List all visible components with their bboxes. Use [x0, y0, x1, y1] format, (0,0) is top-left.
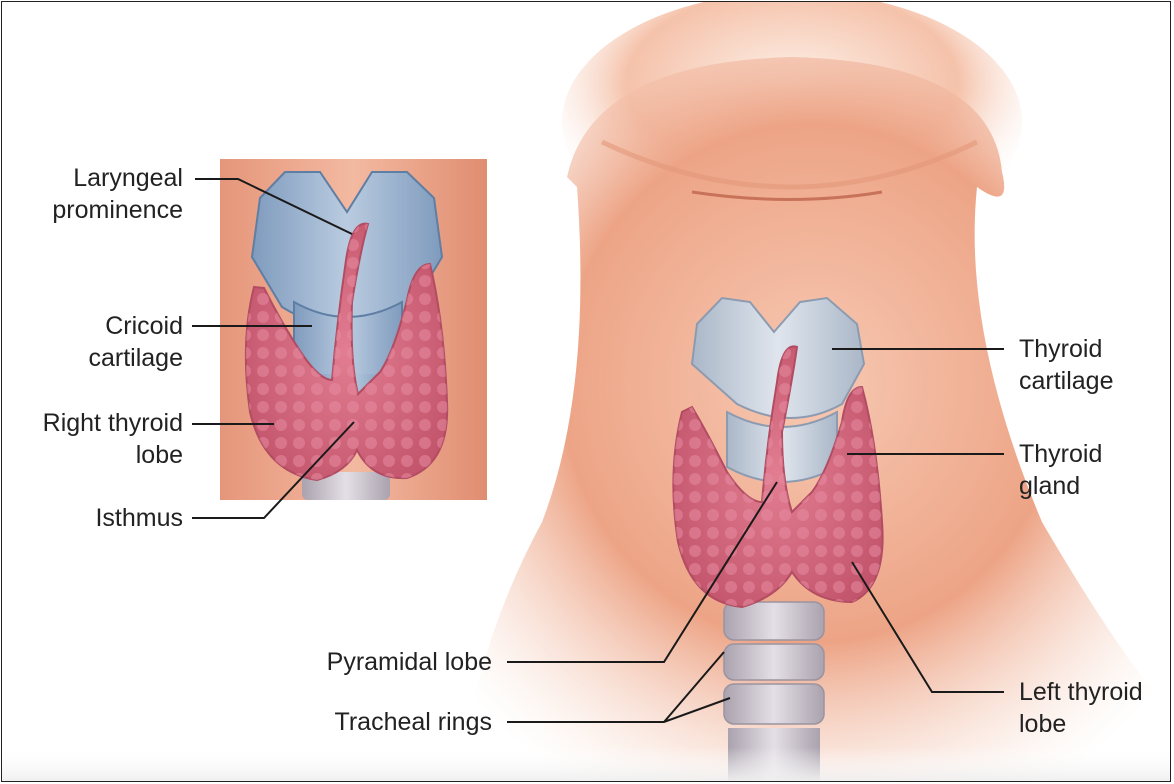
label-cricoid-cartilage: Cricoid cartilage — [89, 310, 184, 374]
label-thyroid-gland: Thyroid gland — [1019, 438, 1102, 502]
label-text: lobe — [43, 439, 183, 471]
label-text: Thyroid — [1019, 333, 1114, 365]
label-text: Laryngeal — [52, 162, 183, 194]
label-text: Cricoid — [89, 310, 184, 342]
label-text: cartilage — [89, 342, 184, 374]
label-text: Isthmus — [95, 502, 183, 534]
label-text: lobe — [1019, 708, 1143, 740]
label-text: cartilage — [1019, 365, 1114, 397]
label-text: Right thyroid — [43, 407, 183, 439]
label-right-thyroid-lobe: Right thyroid lobe — [43, 407, 183, 471]
bottom-fade — [2, 747, 1171, 782]
label-left-thyroid-lobe: Left thyroid lobe — [1019, 676, 1143, 740]
inset-illustration — [220, 159, 487, 500]
label-isthmus: Isthmus — [95, 502, 183, 534]
label-text: Thyroid — [1019, 438, 1102, 470]
label-laryngeal-prominence: Laryngeal prominence — [52, 162, 183, 226]
label-text: prominence — [52, 194, 183, 226]
label-thyroid-cartilage: Thyroid cartilage — [1019, 333, 1114, 397]
label-text: Tracheal rings — [335, 706, 492, 738]
label-text: gland — [1019, 470, 1102, 502]
label-text: Pyramidal lobe — [327, 646, 492, 678]
label-text: Left thyroid — [1019, 676, 1143, 708]
label-pyramidal-lobe: Pyramidal lobe — [327, 646, 492, 678]
label-tracheal-rings: Tracheal rings — [335, 706, 492, 738]
